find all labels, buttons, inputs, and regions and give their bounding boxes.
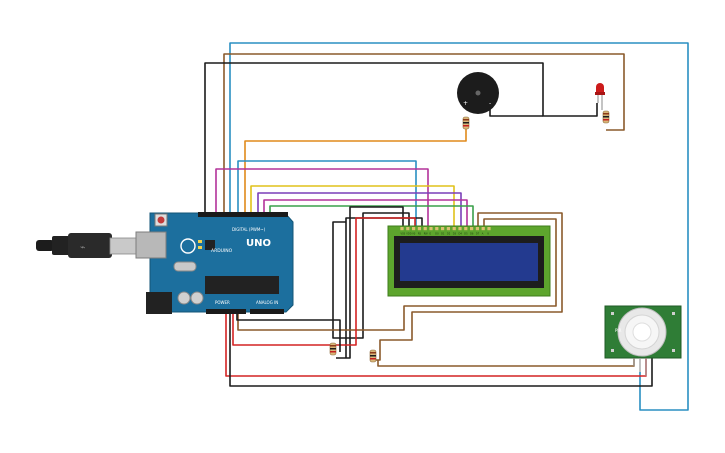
wire-brown-pir[interactable] xyxy=(377,358,635,367)
analog-header-label: ANALOG IN xyxy=(256,300,278,305)
lcd-pin-label: D1 xyxy=(441,233,445,236)
lcd-pin-label: D3 xyxy=(453,233,457,236)
uno-label: UNO xyxy=(246,238,271,249)
wire-purple-lcd[interactable] xyxy=(257,192,462,226)
usb-icon: ⌁ xyxy=(80,243,85,253)
digital-header[interactable] xyxy=(198,212,288,217)
lcd-screen xyxy=(400,243,538,281)
lcd-pin[interactable] xyxy=(470,227,474,231)
lcd-pin-label: V0 xyxy=(412,233,416,236)
lcd-pin-label: VSS xyxy=(401,233,406,236)
buzzer-plus: + xyxy=(463,100,468,107)
wire-brown-lcd-a[interactable] xyxy=(372,212,563,361)
wire-orange-buzzer[interactable] xyxy=(244,128,467,214)
wire-black-gnd-pir[interactable] xyxy=(229,312,653,387)
capacitor xyxy=(190,291,204,305)
arduino-logo xyxy=(180,238,196,254)
lcd-pin[interactable] xyxy=(441,227,445,231)
lcd-pin-label: D0 xyxy=(435,233,439,236)
resistor-contrast[interactable] xyxy=(329,342,337,356)
lcd-pin[interactable] xyxy=(464,227,468,231)
lcd-pin-label: RW xyxy=(424,233,429,236)
capacitor xyxy=(177,291,191,305)
wire-black-buzzer[interactable] xyxy=(489,106,543,117)
lcd-pin-label: K xyxy=(488,233,490,236)
wire-magenta-lcd[interactable] xyxy=(215,168,429,226)
lcd-pin[interactable] xyxy=(400,227,404,231)
resistor-buzzer[interactable] xyxy=(462,116,470,130)
pir-label: PIR xyxy=(615,328,622,333)
resistor-led[interactable] xyxy=(602,110,610,124)
lcd-pin-label: E xyxy=(430,233,432,236)
lcd-pin-label: D2 xyxy=(447,233,451,236)
arduino-uno[interactable]: UNO ARDUINO DIGITAL (PWM~) POWER ANALOG … xyxy=(135,212,294,314)
red-led[interactable] xyxy=(595,83,605,110)
lcd-pin-label: RS xyxy=(418,233,422,236)
wire-brown-led[interactable] xyxy=(223,53,625,214)
buzzer-minus: - xyxy=(489,100,491,107)
lcd-pin[interactable] xyxy=(435,227,439,231)
lcd-pin[interactable] xyxy=(475,227,479,231)
wire-red-vcc[interactable] xyxy=(232,217,416,346)
lcd-pin-label: VDD xyxy=(406,233,411,236)
digital-header-label: DIGITAL (PWM~) xyxy=(232,227,266,232)
wires xyxy=(204,42,689,411)
lcd-pin[interactable] xyxy=(446,227,450,231)
lcd-pin[interactable] xyxy=(487,227,491,231)
wire-black-buzzer-gnd[interactable] xyxy=(204,62,598,214)
wire-cyan-pir-out[interactable] xyxy=(229,42,689,411)
usb-cable-end xyxy=(36,240,54,251)
lcd-pin-label: D5 xyxy=(464,233,468,236)
power-header-label: POWER xyxy=(215,300,230,305)
power-header[interactable] xyxy=(206,309,246,314)
wire-brown-lcd-k[interactable] xyxy=(237,218,557,331)
pir-sensor[interactable]: PIR xyxy=(604,305,682,376)
lcd-pin[interactable] xyxy=(417,227,421,231)
lcd-pin-label: D6 xyxy=(470,233,474,236)
wire-black-lcd-2[interactable] xyxy=(332,212,410,339)
wire-green-lcd[interactable] xyxy=(269,205,474,226)
lcd-pin-label: D7 xyxy=(476,233,480,236)
lcd-pin[interactable] xyxy=(406,227,410,231)
atmega-chip xyxy=(205,276,279,294)
piezo-buzzer[interactable]: + - xyxy=(457,72,499,114)
power-jack xyxy=(146,292,172,314)
lcd-pin[interactable] xyxy=(458,227,462,231)
led-body xyxy=(596,83,604,92)
lcd-pin[interactable] xyxy=(429,227,433,231)
wire-magenta2-lcd[interactable] xyxy=(263,199,468,226)
crystal xyxy=(173,261,197,272)
lcd-pin[interactable] xyxy=(412,227,416,231)
usb-chip xyxy=(205,240,215,250)
wire-black-gnd-pot[interactable] xyxy=(236,312,341,352)
lcd-pin[interactable] xyxy=(452,227,456,231)
resistor-backlight[interactable] xyxy=(369,349,377,363)
analog-header[interactable] xyxy=(250,309,284,314)
lcd-pin[interactable] xyxy=(423,227,427,231)
arduino-logo-text: ARDUINO xyxy=(211,248,233,254)
usb-cable[interactable]: ⌁ xyxy=(36,233,141,258)
lcd-pin-label: D4 xyxy=(459,233,463,236)
lcd-pin-label: A xyxy=(482,233,484,236)
usb-jack xyxy=(135,231,167,259)
lcd-pin[interactable] xyxy=(481,227,485,231)
